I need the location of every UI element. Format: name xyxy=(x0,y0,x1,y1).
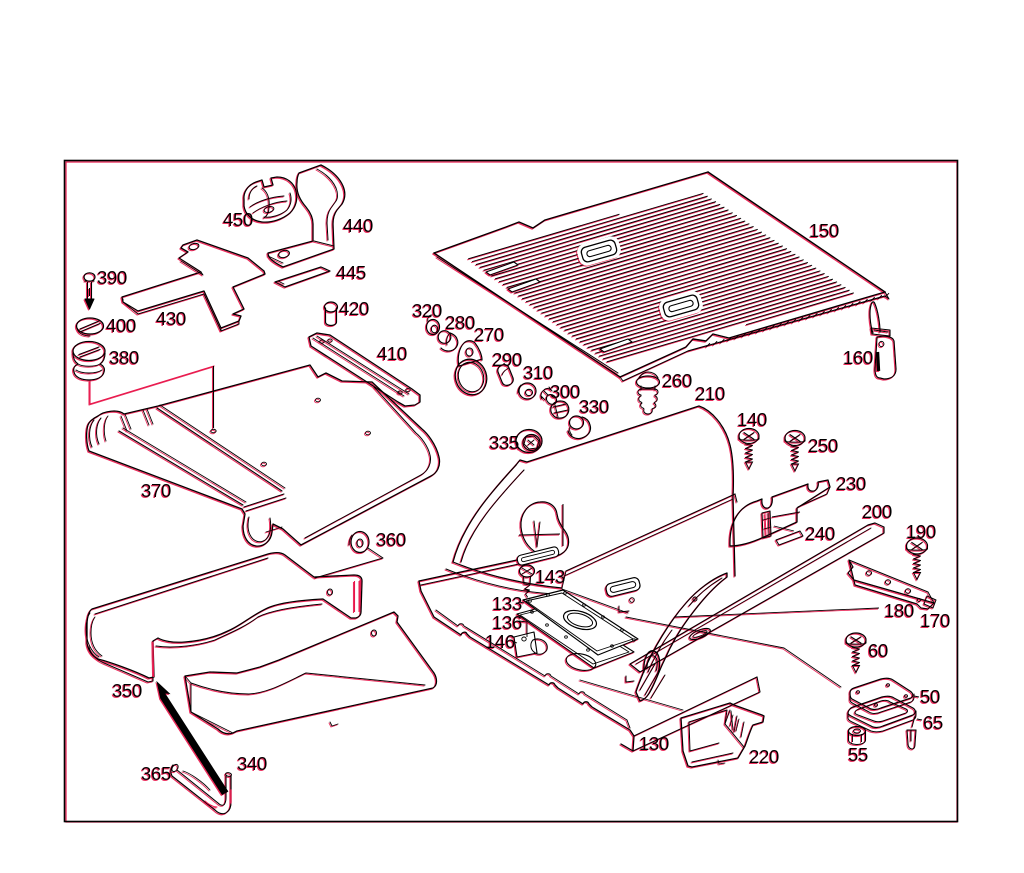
svg-text:290: 290 xyxy=(492,349,522,370)
svg-text:60: 60 xyxy=(868,640,888,661)
svg-text:180: 180 xyxy=(884,600,914,621)
svg-text:270: 270 xyxy=(474,324,504,345)
svg-text:335: 335 xyxy=(489,432,519,453)
svg-text:380: 380 xyxy=(109,347,139,368)
svg-text:450: 450 xyxy=(223,209,253,230)
svg-text:310: 310 xyxy=(523,362,553,383)
svg-text:140: 140 xyxy=(737,409,767,430)
svg-text:220: 220 xyxy=(749,746,779,767)
svg-text:143: 143 xyxy=(535,566,565,587)
svg-text:190: 190 xyxy=(906,521,936,542)
svg-text:146: 146 xyxy=(485,631,515,652)
svg-text:260: 260 xyxy=(662,370,692,391)
svg-text:65: 65 xyxy=(923,712,943,733)
svg-text:390: 390 xyxy=(97,267,127,288)
svg-text:445: 445 xyxy=(336,262,366,283)
svg-text:55: 55 xyxy=(848,744,868,765)
svg-text:136: 136 xyxy=(492,612,522,633)
svg-text:360: 360 xyxy=(376,529,406,550)
svg-text:200: 200 xyxy=(862,501,892,522)
svg-text:50: 50 xyxy=(920,686,940,707)
svg-text:160: 160 xyxy=(843,347,873,368)
svg-text:365: 365 xyxy=(141,763,171,784)
svg-text:400: 400 xyxy=(106,315,136,336)
svg-text:170: 170 xyxy=(920,610,950,631)
svg-text:150: 150 xyxy=(809,220,839,241)
svg-text:240: 240 xyxy=(805,523,835,544)
svg-text:320: 320 xyxy=(412,300,442,321)
svg-text:133: 133 xyxy=(492,593,522,614)
svg-text:420: 420 xyxy=(339,298,369,319)
svg-text:370: 370 xyxy=(141,480,171,501)
svg-text:300: 300 xyxy=(550,381,580,402)
svg-text:130: 130 xyxy=(639,733,669,754)
svg-text:330: 330 xyxy=(579,396,609,417)
svg-text:430: 430 xyxy=(156,308,186,329)
svg-text:280: 280 xyxy=(445,312,475,333)
svg-text:340: 340 xyxy=(237,753,267,774)
svg-text:250: 250 xyxy=(808,435,838,456)
svg-text:440: 440 xyxy=(343,215,373,236)
svg-text:350: 350 xyxy=(112,680,142,701)
svg-text:230: 230 xyxy=(836,473,866,494)
svg-text:410: 410 xyxy=(377,343,407,364)
svg-text:210: 210 xyxy=(695,383,725,404)
